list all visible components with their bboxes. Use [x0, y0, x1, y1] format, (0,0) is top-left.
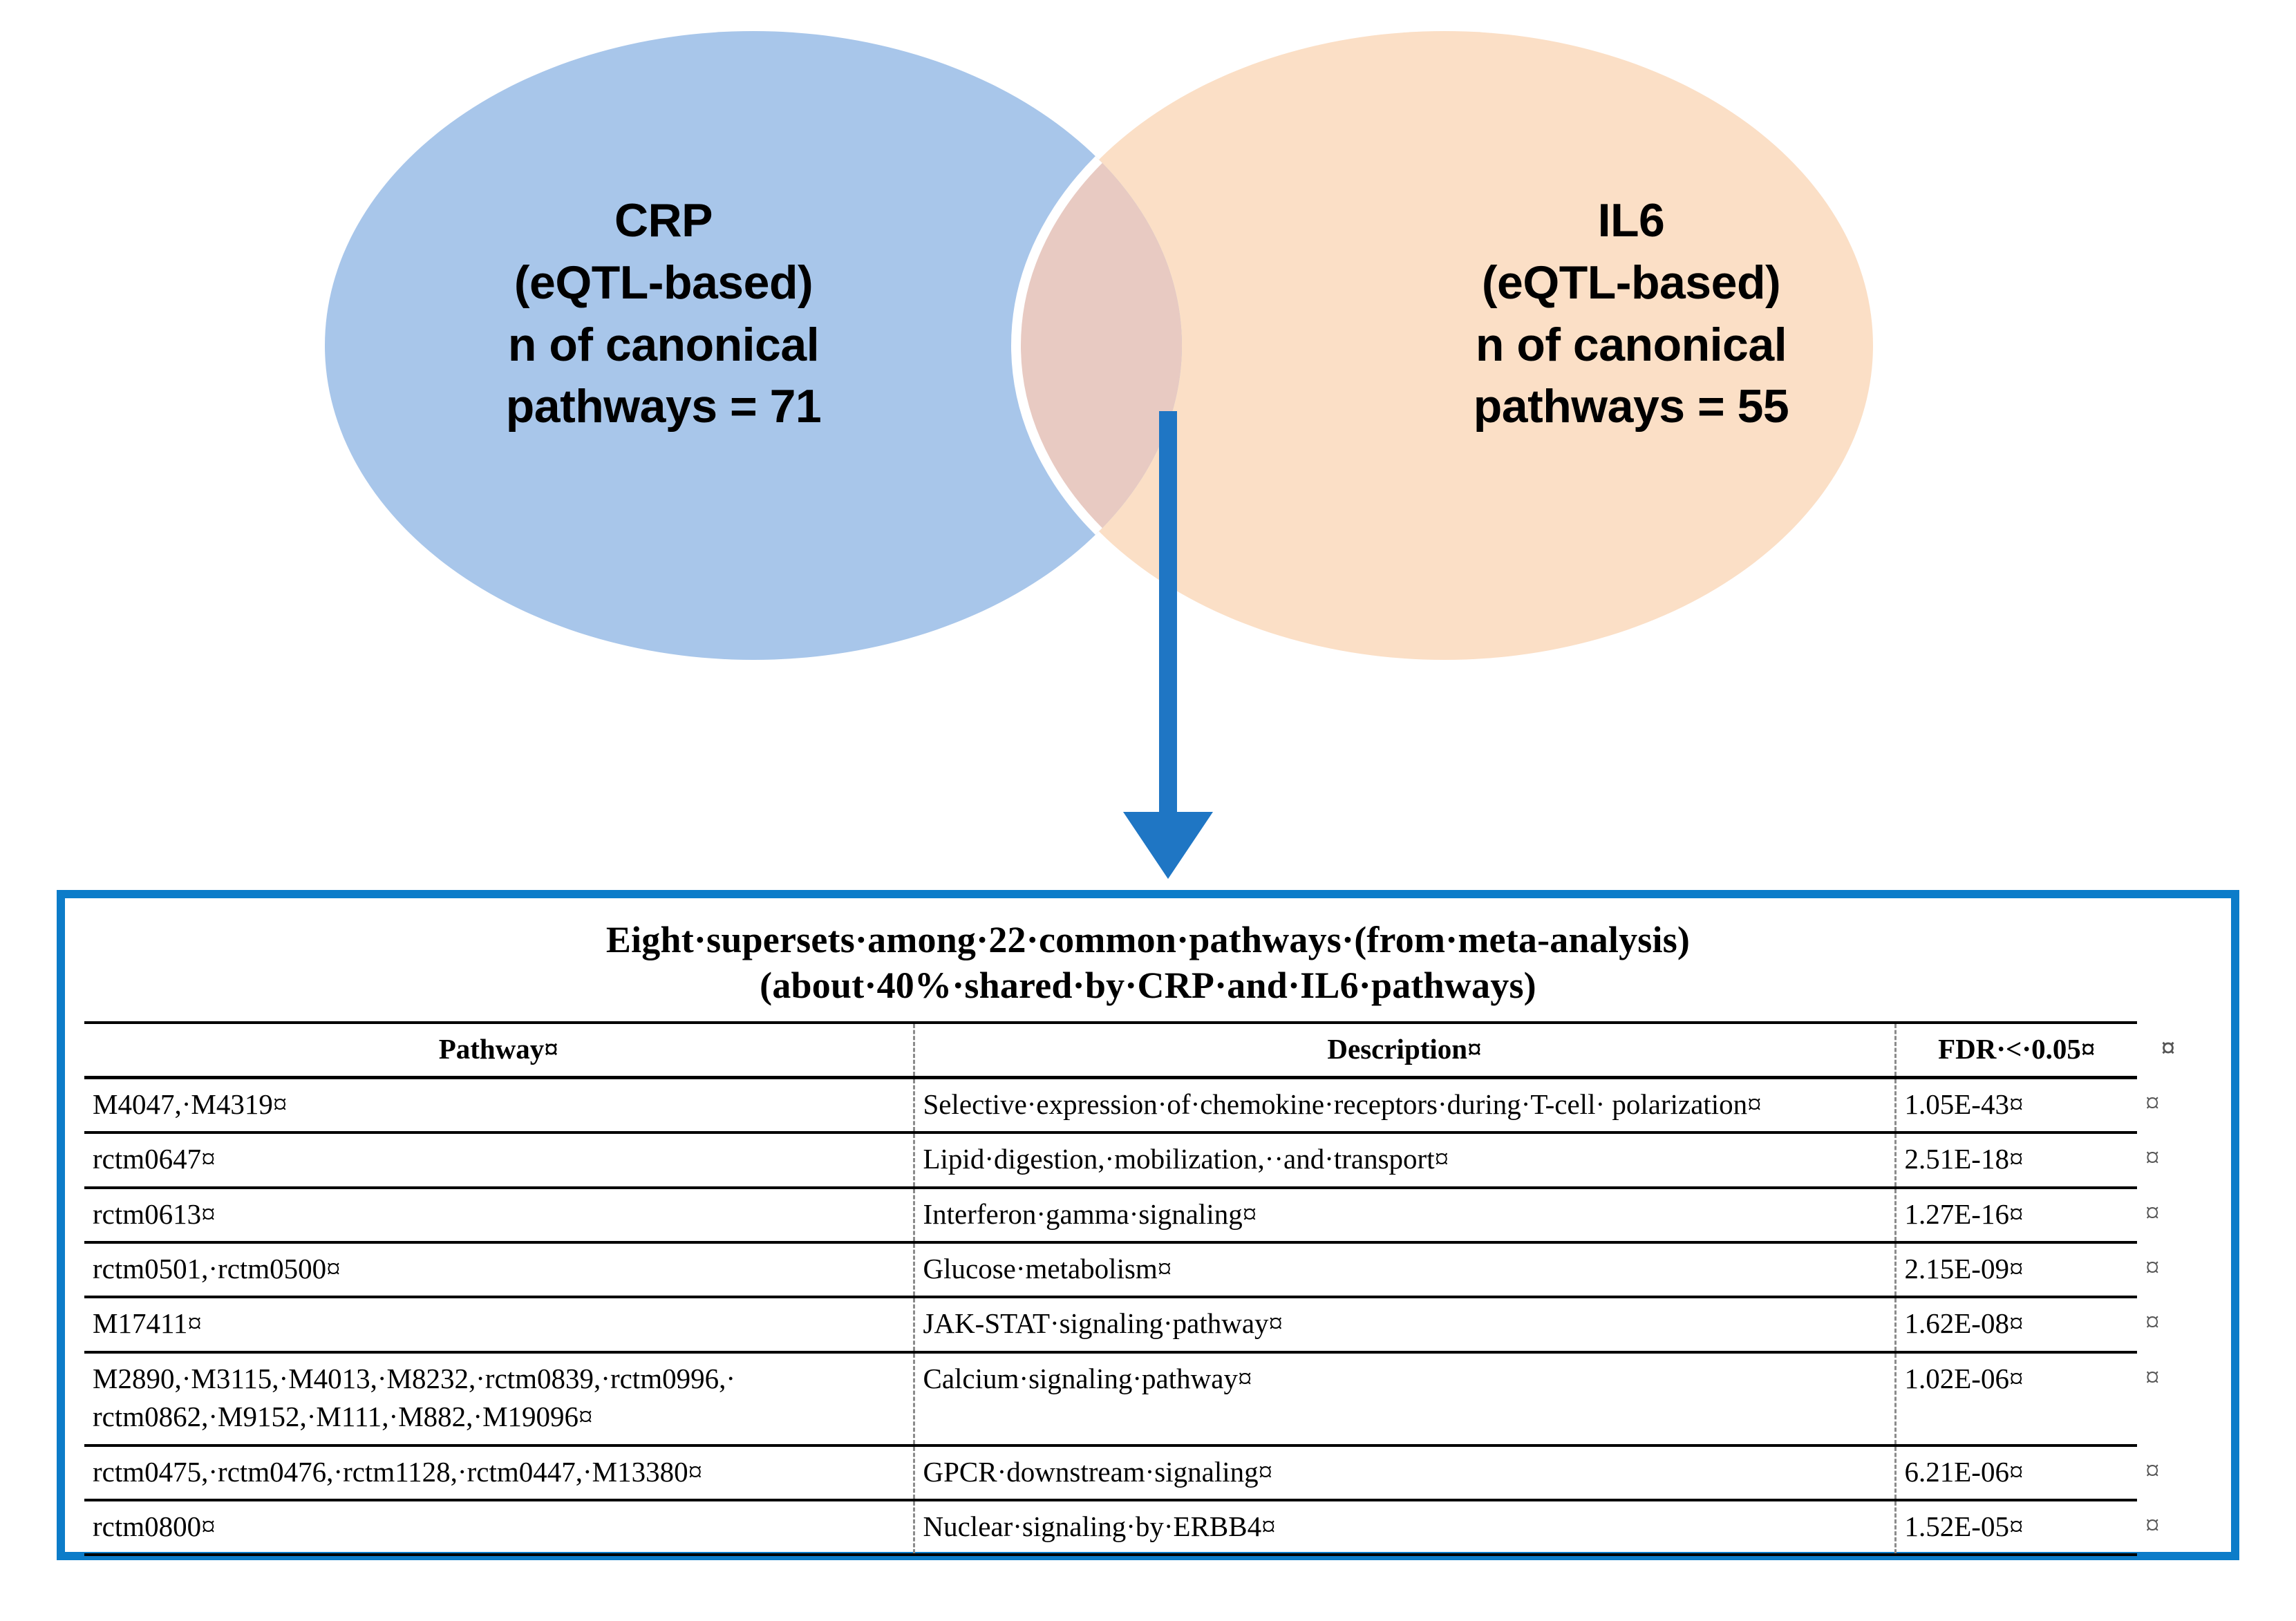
pathway-table-container: Pathway¤ Description¤ FDR·<·0.05¤ ¤ M404…	[84, 1021, 2212, 1557]
cell-description: Lipid·digestion,·mobilization,··and·tran…	[914, 1132, 1897, 1189]
cell-pathway: rctm0800¤	[84, 1499, 915, 1557]
cell-fdr: 1.52E-05¤	[1895, 1499, 2137, 1557]
pathway-table: Pathway¤ Description¤ FDR·<·0.05¤ ¤ M404…	[84, 1021, 2199, 1557]
table-row: M17411¤ JAK-STAT·signaling·pathway¤ 1.62…	[84, 1297, 2199, 1354]
col-header-mark: ¤	[2161, 1031, 2176, 1063]
connector-arrow	[1123, 411, 1213, 879]
cell-fdr: 1.02E-06¤	[1895, 1352, 2137, 1447]
results-panel: Eight·supersets·among·22·common·pathways…	[57, 890, 2239, 1560]
venn-ellipse-crp	[325, 31, 1182, 660]
venn-diagram: CRP (eQTL-based) n of canonical pathways…	[325, 31, 1873, 879]
cell-mark: ¤	[2145, 1251, 2160, 1284]
cell-mark: ¤	[2145, 1361, 2160, 1393]
cell-mark: ¤	[2145, 1454, 2160, 1486]
cell-mark: ¤	[2145, 1086, 2160, 1119]
cell-pathway: M2890,·M3115,·M4013,·M8232,·rctm0839,·rc…	[84, 1352, 915, 1447]
cell-mark: ¤	[2145, 1508, 2160, 1541]
venn-intersection	[1011, 31, 1182, 660]
cell-mark: ¤	[2145, 1196, 2160, 1229]
cell-fdr: 2.15E-09¤	[1895, 1242, 2137, 1299]
table-row: M2890,·M3115,·M4013,·M8232,·rctm0839,·rc…	[84, 1352, 2199, 1447]
cell-fdr: 2.51E-18¤	[1895, 1132, 2137, 1189]
cell-pathway: rctm0501,·rctm0500¤	[84, 1242, 915, 1299]
table-row: rctm0800¤ Nuclear·signaling·by·ERBB4¤ 1.…	[84, 1499, 2199, 1557]
cell-fdr: 1.62E-08¤	[1895, 1297, 2137, 1354]
cell-pathway: M4047,·M4319¤	[84, 1077, 915, 1135]
cell-description: Calcium·signaling·pathway¤	[914, 1352, 1897, 1447]
panel-title: Eight·supersets·among·22·common·pathways…	[605, 919, 1691, 1006]
cell-pathway: rctm0647¤	[84, 1132, 915, 1189]
col-header-pathway: Pathway¤	[84, 1021, 915, 1080]
cell-mark: ¤	[2145, 1141, 2160, 1174]
cell-fdr: 6.21E-06¤	[1895, 1445, 2137, 1501]
col-header-description: Description¤	[914, 1021, 1897, 1080]
cell-description: Nuclear·signaling·by·ERBB4¤	[914, 1499, 1897, 1557]
col-header-fdr: FDR·<·0.05¤	[1895, 1021, 2137, 1080]
cell-fdr: 1.05E-43¤	[1895, 1077, 2137, 1135]
table-header-row: Pathway¤ Description¤ FDR·<·0.05¤ ¤	[84, 1021, 2199, 1080]
cell-pathway: M17411¤	[84, 1297, 915, 1354]
venn-diagram-svg	[325, 31, 1873, 879]
table-row: rctm0647¤ Lipid·digestion,·mobilization,…	[84, 1132, 2199, 1189]
cell-description: Interferon·gamma·signaling¤	[914, 1187, 1897, 1244]
cell-description: GPCR·downstream·signaling¤	[914, 1445, 1897, 1501]
table-row: rctm0475,·rctm0476,·rctm1128,·rctm0447,·…	[84, 1445, 2199, 1501]
cell-pathway: rctm0475,·rctm0476,·rctm1128,·rctm0447,·…	[84, 1445, 915, 1501]
cell-pathway: rctm0613¤	[84, 1187, 915, 1244]
venn-ellipse-il6	[1016, 31, 1873, 660]
table-body: M4047,·M4319¤ Selective·expression·of·ch…	[84, 1077, 2199, 1557]
table-row: M4047,·M4319¤ Selective·expression·of·ch…	[84, 1077, 2199, 1135]
cell-description: Selective·expression·of·chemokine·recept…	[914, 1077, 1897, 1135]
table-row: rctm0501,·rctm0500¤ Glucose·metabolism¤ …	[84, 1242, 2199, 1299]
cell-fdr: 1.27E-16¤	[1895, 1187, 2137, 1244]
venn-label-crp: CRP (eQTL-based) n of canonical pathways…	[505, 194, 822, 433]
venn-label-il6: IL6 (eQTL-based) n of canonical pathways…	[1473, 194, 1789, 433]
cell-description: Glucose·metabolism¤	[914, 1242, 1897, 1299]
cell-description: JAK-STAT·signaling·pathway¤	[914, 1297, 1897, 1354]
table-row: rctm0613¤ Interferon·gamma·signaling¤ 1.…	[84, 1187, 2199, 1244]
cell-mark: ¤	[2145, 1306, 2160, 1338]
table-header: Pathway¤ Description¤ FDR·<·0.05¤ ¤	[84, 1021, 2199, 1080]
